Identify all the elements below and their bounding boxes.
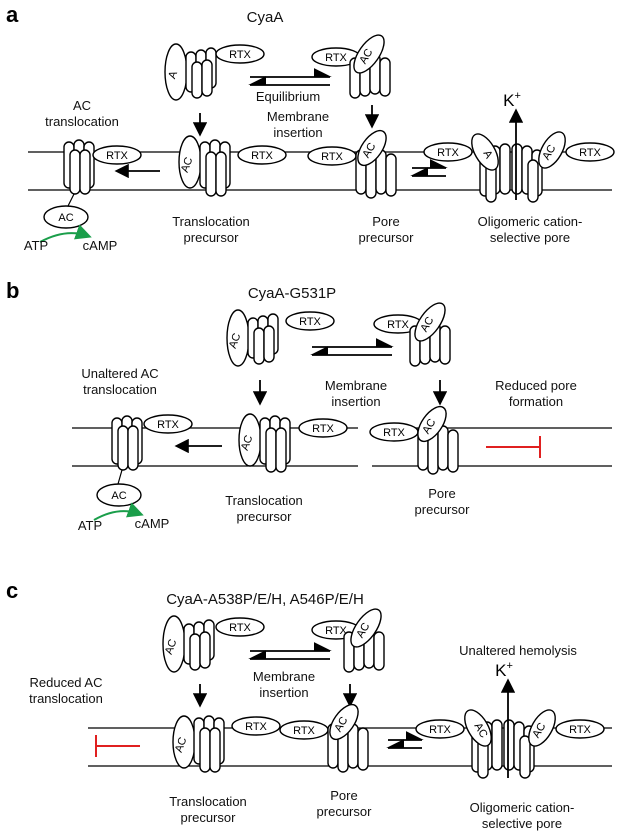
label-pore-precursor: precursor <box>317 804 373 819</box>
label-membrane: Membrane <box>253 669 315 684</box>
label-membrane: Membrane <box>267 109 329 124</box>
label-translocation-precursor: Translocation <box>169 794 247 809</box>
label-pore: Pore <box>372 214 399 229</box>
atp-camp-arrow <box>39 224 92 243</box>
svg-text:RTX: RTX <box>383 427 405 439</box>
label-selective-pore: selective pore <box>482 816 562 831</box>
label-translocation-precursor: Translocation <box>172 214 250 229</box>
panel-a: a CyaA A RTX RTX AC <box>6 2 615 253</box>
label-membrane: Membrane <box>325 378 387 393</box>
toxin-ac-translocated: RTX AC <box>96 414 193 507</box>
label-reduced-ac: Reduced AC <box>30 675 103 690</box>
svg-text:RTX: RTX <box>579 147 601 159</box>
svg-text:RTX: RTX <box>229 622 251 634</box>
toxin-soluble-ac-out: A RTX <box>164 43 265 101</box>
label-unaltered-ac: Unaltered AC <box>81 366 158 381</box>
svg-text:RTX: RTX <box>229 49 251 61</box>
label-pore: Pore <box>330 788 357 803</box>
label-precursor: precursor <box>181 810 237 825</box>
svg-text:RTX: RTX <box>387 319 409 331</box>
label-pore-precursor: precursor <box>415 502 471 517</box>
toxin-soluble-ac-in: RTX AC <box>311 34 391 99</box>
toxin-pore-precursor: RTX AC <box>369 405 459 475</box>
atp-camp-arrow <box>93 502 144 521</box>
label-precursor: precursor <box>184 230 240 245</box>
label-atp: ATP <box>24 238 48 253</box>
svg-text:RTX: RTX <box>245 721 267 733</box>
toxin-soluble-ac-in: RTX AC <box>373 302 451 367</box>
toxin-translocation-precursor: AC RTX <box>172 715 281 773</box>
panel-c: c CyaA-A538P/E/H, A546P/E/H AC RTX RTX A… <box>6 578 612 831</box>
label-ac: AC <box>73 98 91 113</box>
label-insertion: insertion <box>259 685 308 700</box>
panel-b: b CyaA-G531P AC RTX RTX AC <box>6 278 612 533</box>
toxin-translocation-precursor: AC RTX <box>238 413 348 473</box>
toxin-pore-precursor: RTX AC <box>279 703 369 773</box>
toxin-ac-translocated: RTX AC <box>43 139 142 229</box>
inhibition-symbol <box>95 735 140 757</box>
svg-text:RTX: RTX <box>325 52 347 64</box>
panel-title: CyaA-G531P <box>248 285 336 302</box>
label-translocation: translocation <box>29 691 103 706</box>
toxin-soluble-ac-out: AC RTX <box>226 309 335 367</box>
svg-text:RTX: RTX <box>437 147 459 159</box>
label-unaltered-hemolysis: Unaltered hemolysis <box>459 643 577 658</box>
svg-text:AC: AC <box>239 434 256 453</box>
label-formation: formation <box>509 394 563 409</box>
svg-text:AC: AC <box>227 332 244 351</box>
label-translocation-precursor: Translocation <box>225 493 303 508</box>
toxin-oligomeric-pore: RTX AC AC RTX <box>415 709 605 779</box>
toxin-soluble-ac-in: RTX AC <box>311 608 385 673</box>
svg-text:RTX: RTX <box>569 724 591 736</box>
svg-text:A: A <box>166 69 180 81</box>
svg-text:RTX: RTX <box>251 150 273 162</box>
toxin-translocation-precursor: AC RTX <box>178 135 287 197</box>
svg-text:AC: AC <box>173 736 190 755</box>
panel-letter: a <box>6 2 19 27</box>
label-equilibrium: Equilibrium <box>256 89 320 104</box>
label-translocation: translocation <box>83 382 157 397</box>
svg-text:RTX: RTX <box>299 316 321 328</box>
panel-letter: b <box>6 278 19 303</box>
label-ion: K+ <box>495 660 513 680</box>
panel-title: CyaA <box>247 9 284 26</box>
panel-letter: c <box>6 578 18 603</box>
label-translocation: translocation <box>45 114 119 129</box>
label-insertion: insertion <box>331 394 380 409</box>
panel-title: CyaA-A538P/E/H, A546P/E/H <box>166 591 364 608</box>
label-atp: ATP <box>78 518 102 533</box>
svg-text:AC: AC <box>111 490 126 502</box>
svg-text:RTX: RTX <box>325 625 347 637</box>
inhibition-symbol <box>486 436 541 458</box>
label-camp: cAMP <box>135 516 170 531</box>
label-oligomeric: Oligomeric cation- <box>478 214 583 229</box>
svg-text:AC: AC <box>179 156 196 175</box>
label-pore: Pore <box>428 486 455 501</box>
toxin-pore-precursor: RTX AC <box>307 129 397 199</box>
svg-text:RTX: RTX <box>157 419 179 431</box>
label-insertion: insertion <box>273 125 322 140</box>
label-ion: K+ <box>503 90 521 110</box>
svg-text:AC: AC <box>58 212 73 224</box>
label-precursor: precursor <box>237 509 293 524</box>
label-pore-precursor: precursor <box>359 230 415 245</box>
label-reduced-pore: Reduced pore <box>495 378 577 393</box>
svg-text:RTX: RTX <box>106 150 128 162</box>
svg-text:AC: AC <box>163 638 180 657</box>
svg-text:RTX: RTX <box>293 725 315 737</box>
svg-text:RTX: RTX <box>429 724 451 736</box>
toxin-soluble-ac-out: AC RTX <box>162 615 265 673</box>
svg-text:RTX: RTX <box>312 423 334 435</box>
label-selective-pore: selective pore <box>490 230 570 245</box>
label-oligomeric: Oligomeric cation- <box>470 800 575 815</box>
svg-text:RTX: RTX <box>321 151 343 163</box>
toxin-oligomeric-pore: RTX A AC RTX <box>423 131 615 203</box>
label-camp: cAMP <box>83 238 118 253</box>
